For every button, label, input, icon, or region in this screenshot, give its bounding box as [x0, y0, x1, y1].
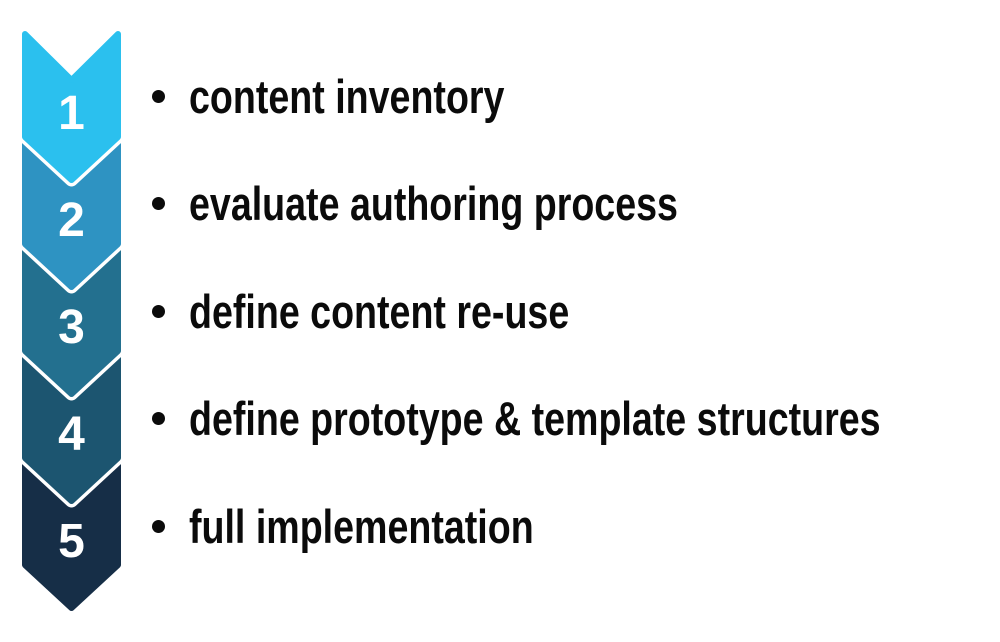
- bullet-icon: [152, 304, 165, 318]
- chevron-step-5: [18, 455, 125, 615]
- chevron-shape: [22, 31, 121, 183]
- bullet-icon: [152, 519, 165, 533]
- bullet-icon: [152, 411, 165, 425]
- list-item-label: full implementation: [189, 499, 534, 553]
- list-item-label: content inventory: [189, 69, 505, 123]
- bullet-icon: [152, 196, 165, 210]
- chevron-step-1: [18, 27, 125, 187]
- chevron-shape: [22, 352, 121, 504]
- chevron-shape: [22, 138, 121, 290]
- step-number: 1: [58, 87, 85, 140]
- list-item: full implementation: [152, 496, 620, 556]
- chevron-arrow-stack: 1 2 3 4 5: [18, 27, 125, 615]
- step-number: 2: [58, 194, 85, 247]
- step-number: 3: [58, 301, 85, 354]
- step-number: 5: [58, 515, 85, 568]
- step-number: 4: [58, 408, 85, 461]
- list-item: content inventory: [152, 66, 583, 126]
- chevron-shape: [22, 459, 121, 611]
- list-item-label: define content re-use: [189, 284, 570, 338]
- list-item: define prototype & template structures: [152, 388, 1000, 448]
- bullet-icon: [152, 89, 165, 103]
- chevron-shape: [22, 245, 121, 397]
- chevron-step-4: [18, 348, 125, 508]
- chevron-step-2: [18, 134, 125, 294]
- list-item-label: define prototype & template structures: [189, 391, 881, 445]
- list-item: define content re-use: [152, 281, 664, 341]
- list-item-label: evaluate authoring process: [189, 176, 678, 230]
- chevron-step-3: [18, 241, 125, 401]
- list-item: evaluate authoring process: [152, 173, 800, 233]
